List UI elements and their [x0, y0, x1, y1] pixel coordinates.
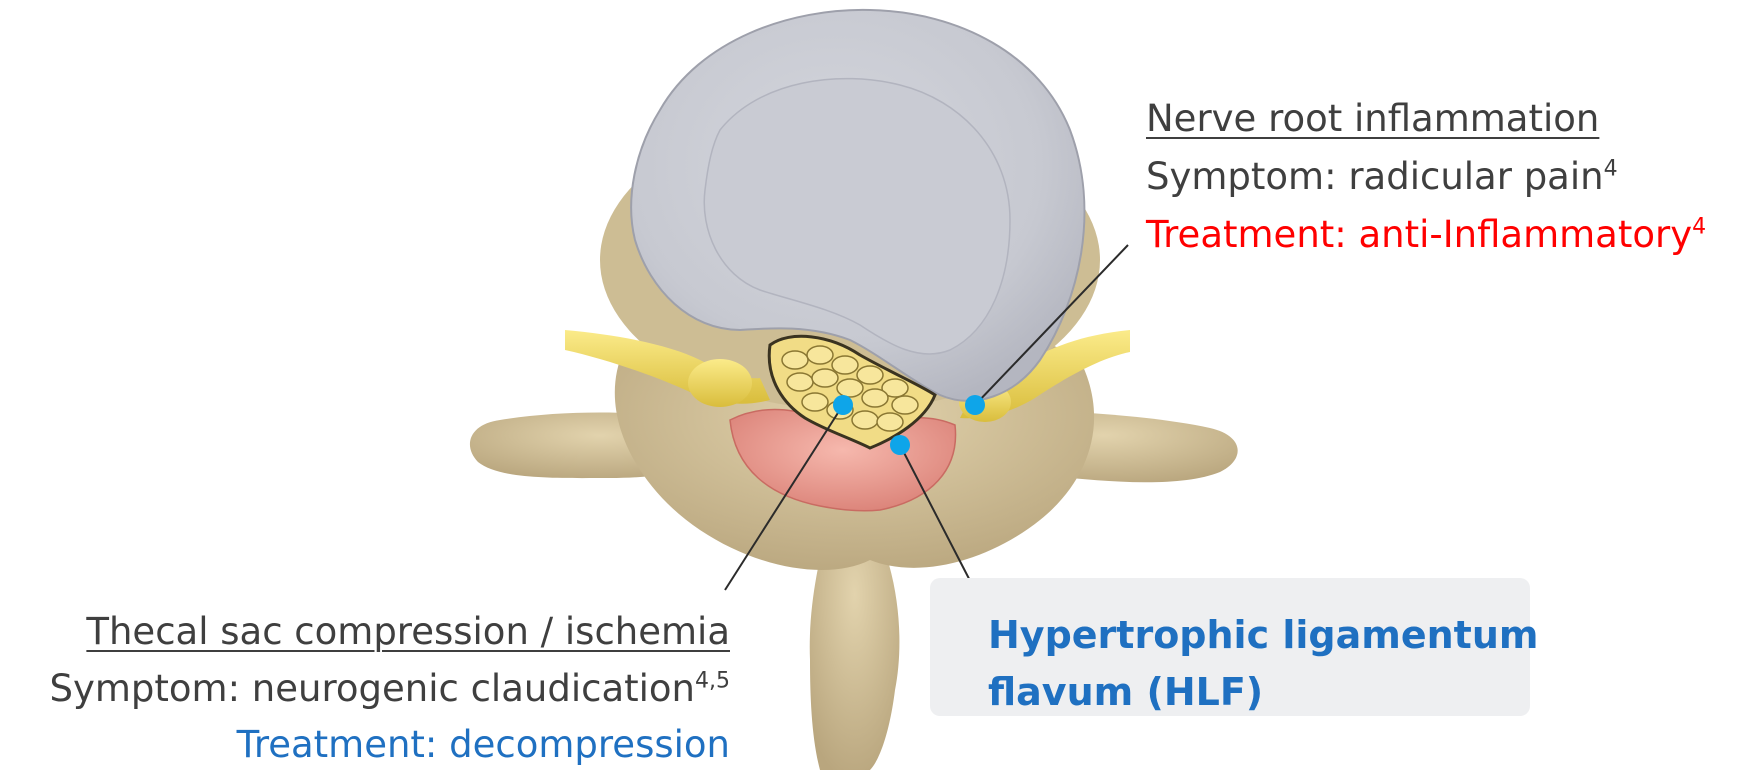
- thecal-sac-symptom-ref: 4,5: [695, 669, 730, 694]
- hlf-label-line1: Hypertrophic ligamentum: [988, 607, 1538, 663]
- thecal-sac-treatment: Treatment: decompression: [237, 718, 730, 772]
- nerve-root-symptom: Symptom: radicular pain4: [1146, 150, 1618, 204]
- nerve-root-treatment: Treatment: anti-Inflammatory4: [1146, 208, 1706, 262]
- hlf-label-line2: flavum (HLF): [988, 664, 1263, 720]
- marker-dot-thecal-sac: [833, 395, 853, 415]
- thecal-sac-symptom: Symptom: neurogenic claudication4,5: [49, 662, 730, 716]
- left-ganglion: [688, 359, 752, 407]
- marker-dot-nerve-root: [965, 395, 985, 415]
- marker-dot-hlf: [890, 435, 910, 455]
- nerve-root-treatment-ref: 4: [1692, 215, 1706, 240]
- nerve-root-title: Nerve root inflammation: [1146, 92, 1599, 146]
- nerve-root-symptom-ref: 4: [1604, 157, 1618, 182]
- thecal-sac-title: Thecal sac compression / ischemia: [86, 605, 730, 659]
